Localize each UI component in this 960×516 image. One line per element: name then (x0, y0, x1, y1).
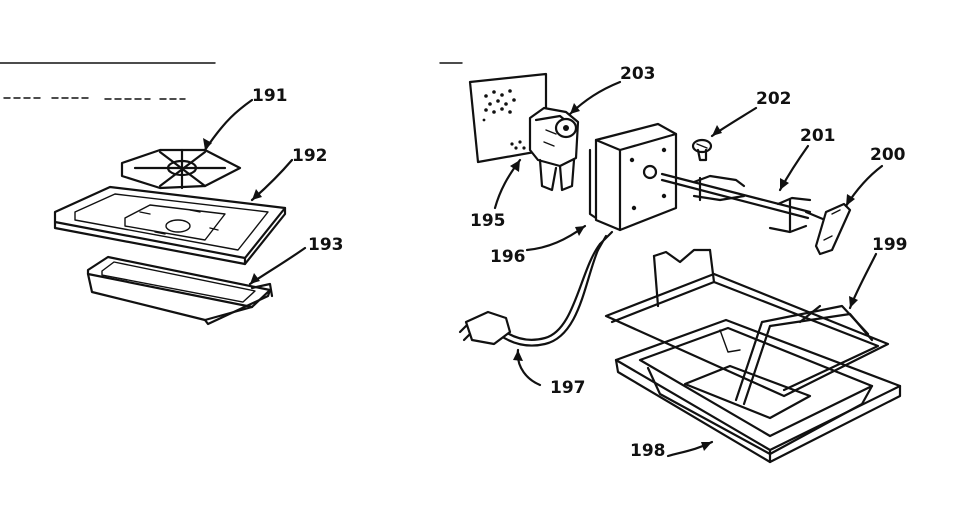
label-201: 201 (800, 126, 836, 146)
part-199-wire-rack (604, 248, 890, 406)
part-200-handle (804, 202, 852, 256)
part-201-spit (660, 172, 812, 234)
leader-lines (203, 80, 884, 458)
part-191-rack (120, 148, 242, 190)
label-198: 198 (630, 441, 666, 461)
scan-edge-marks (0, 62, 463, 100)
part-203-motor (528, 106, 580, 192)
part-193-drip-pan (86, 255, 274, 326)
part-197-power-cord (458, 230, 614, 347)
label-199: 199 (872, 235, 908, 255)
part-192-tray (53, 185, 287, 266)
label-192: 192 (292, 146, 328, 166)
label-193: 193 (308, 235, 344, 255)
part-202-screw (691, 138, 713, 162)
label-203: 203 (620, 64, 656, 84)
label-197: 197 (550, 378, 586, 398)
label-195: 195 (470, 211, 506, 231)
label-191: 191 (252, 86, 288, 106)
label-196: 196 (490, 247, 526, 267)
label-202: 202 (756, 89, 792, 109)
label-200: 200 (870, 145, 906, 165)
part-198-pan (614, 318, 902, 464)
part-196-housing (588, 122, 678, 232)
